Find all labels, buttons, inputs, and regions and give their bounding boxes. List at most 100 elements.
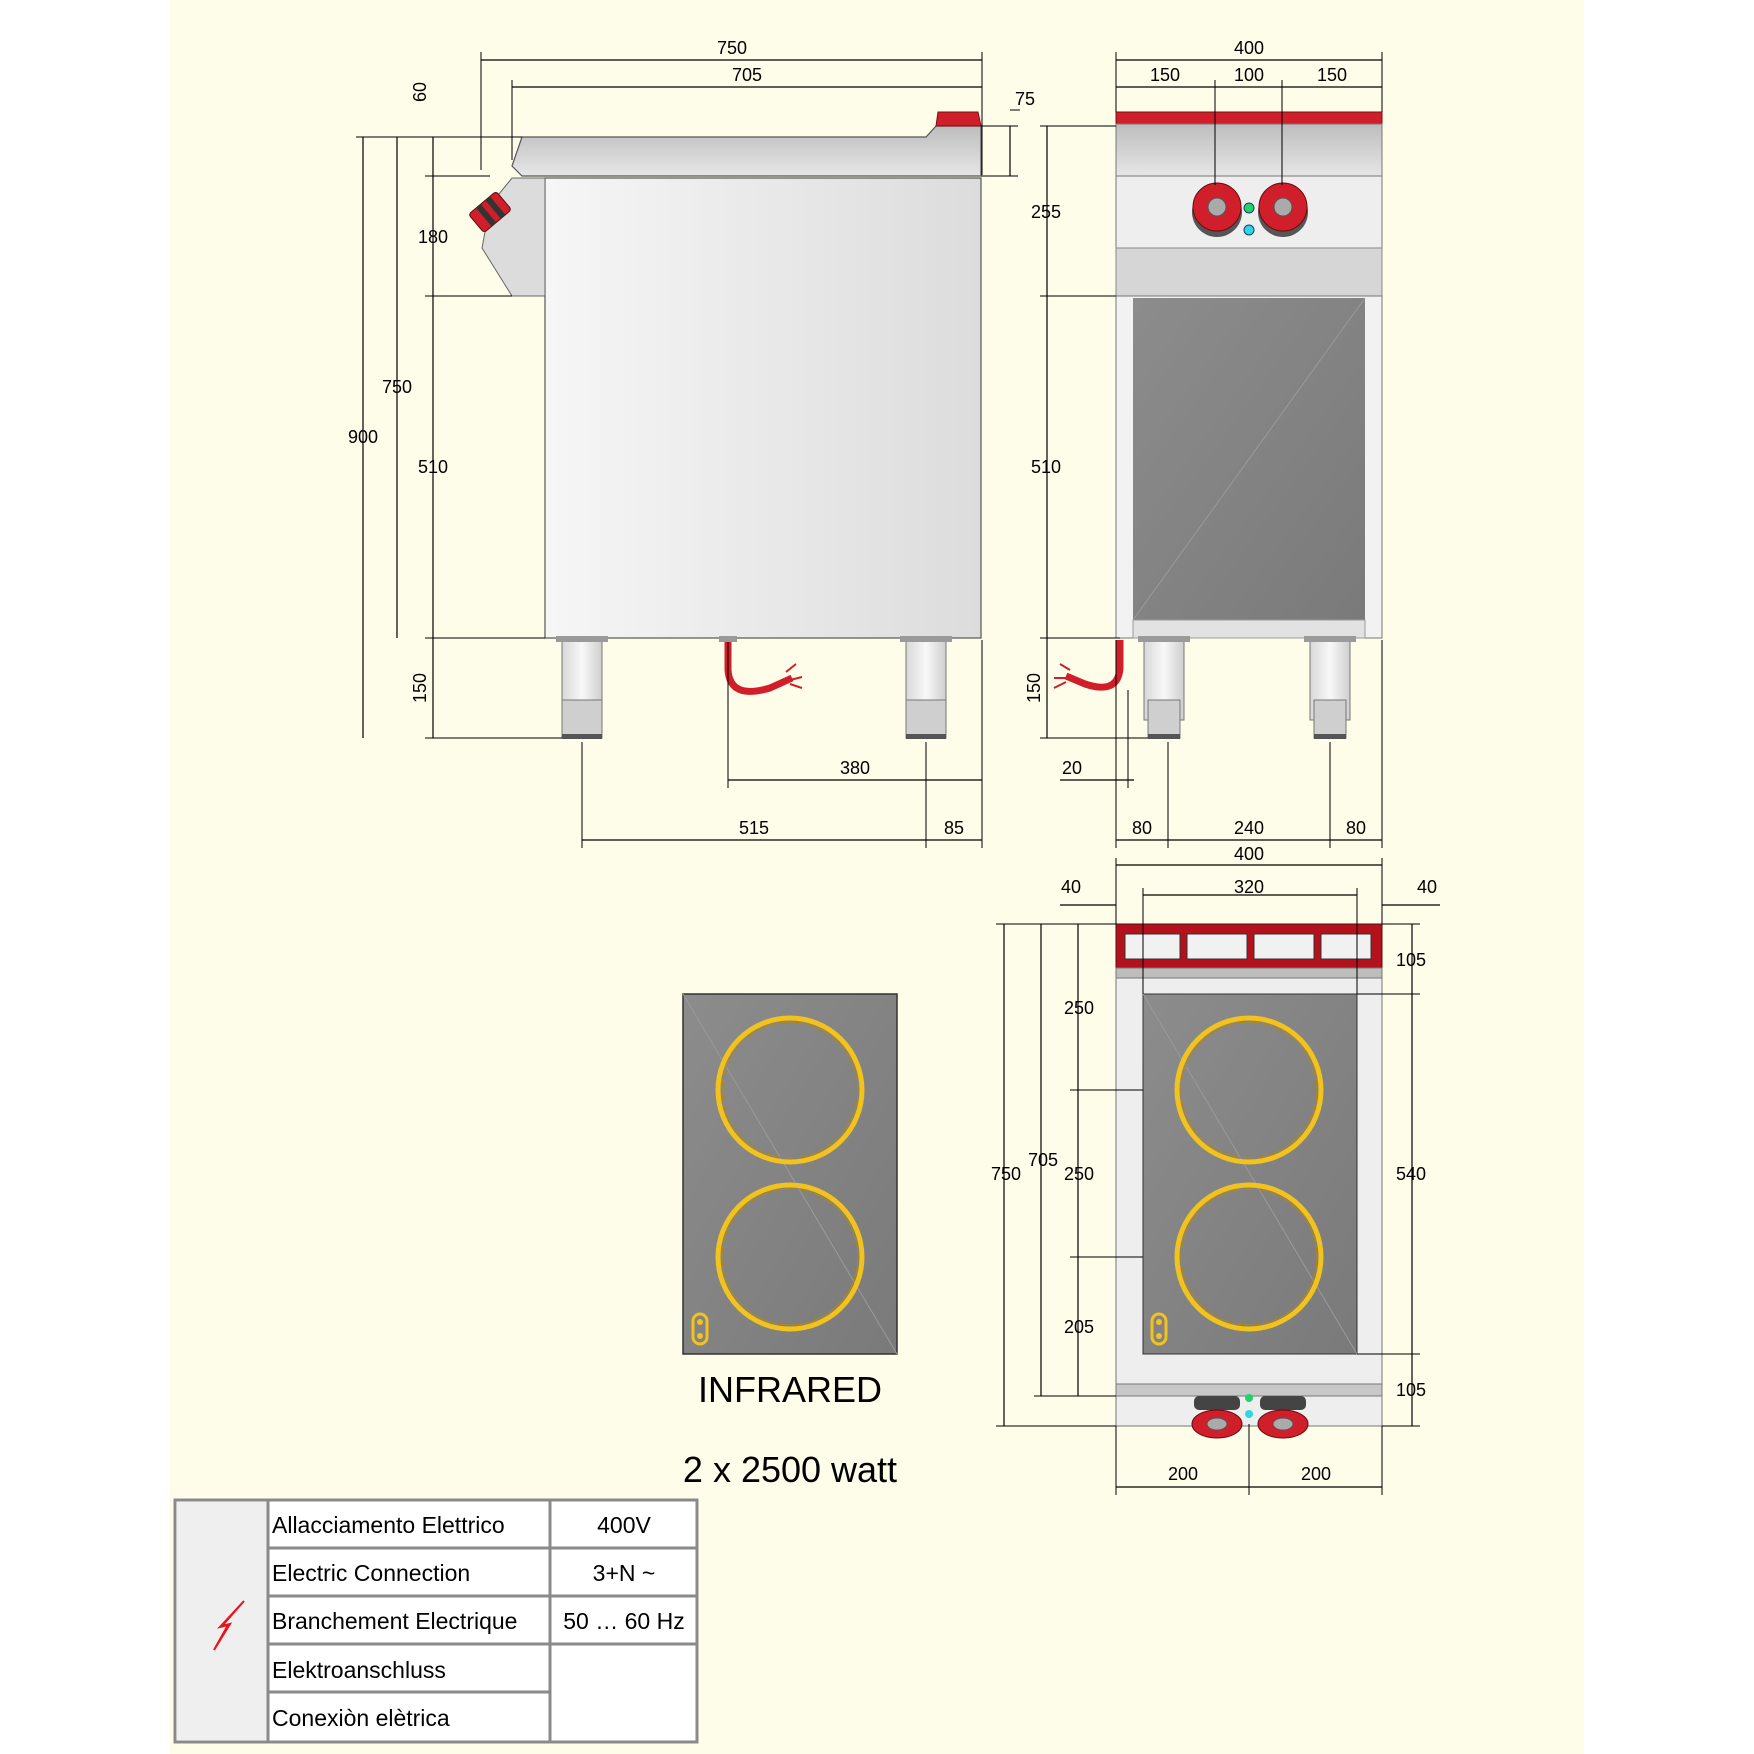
- dim-side-leg-span: 515: [739, 818, 769, 838]
- hob-ring-icon-back: [715, 1015, 865, 1165]
- hob-diagonal: [682, 993, 898, 1355]
- spec-label: Electric Connection: [272, 1560, 470, 1586]
- top-view: 400 320 40 40 105 750 705 250 250 205 54…: [991, 844, 1440, 1495]
- dim-top-width: 400: [1234, 844, 1264, 864]
- hob-ring-icon-front: [715, 1182, 865, 1332]
- spec-label: Branchement Electrique: [272, 1608, 517, 1634]
- hob-power-label: 2 x 2500 watt: [683, 1449, 897, 1490]
- side-view: 750 705 60 75 180 750 900 510 150 380 51…: [348, 38, 1035, 848]
- top-knob-icon-right[interactable]: [1257, 1396, 1309, 1439]
- top-indicator-green-icon: [1245, 1394, 1253, 1402]
- side-upstand: [935, 111, 982, 127]
- spec-value: 50 … 60 Hz: [563, 1608, 684, 1634]
- front-view: 400 150 100 150 255 510 150 20 80 240 80: [1024, 38, 1383, 848]
- top-back-lip: [1115, 967, 1383, 979]
- side-leg-base: [562, 734, 602, 739]
- dim-side-cable-pos: 380: [840, 758, 870, 778]
- dim-front-width: 400: [1234, 38, 1264, 58]
- top-zone-indicator-icon: [1150, 1312, 1168, 1346]
- spec-value: 400V: [597, 1512, 651, 1538]
- spec-label: Conexiòn elètrica: [272, 1705, 450, 1731]
- top-vent-slot: [1320, 933, 1372, 960]
- front-cable-wires: [1053, 663, 1071, 689]
- dim-top-plate: 540: [1396, 1164, 1426, 1184]
- side-cable-gland: [719, 636, 737, 642]
- front-knob-icon-left[interactable]: [1192, 182, 1242, 237]
- side-leg-foot: [905, 699, 947, 739]
- side-knob-icon: [469, 191, 511, 233]
- front-leg-foot: [1313, 699, 1347, 739]
- hob-zone-indicator-icon: [691, 1312, 709, 1346]
- hob-detail: INFRARED 2 x 2500 watt: [682, 993, 898, 1490]
- front-plinth: [1132, 619, 1366, 639]
- dim-side-leg-back: 85: [944, 818, 964, 838]
- top-indicator-cyan-icon: [1245, 1410, 1253, 1418]
- front-panel-lower: [1115, 247, 1383, 297]
- spec-value: 3+N ~: [593, 1560, 656, 1586]
- dim-top-side-left: 40: [1061, 877, 1081, 897]
- front-door-diagonal: [1132, 297, 1366, 621]
- top-vent-slot: [1253, 933, 1315, 960]
- spec-label: Elektroanschluss: [272, 1657, 446, 1683]
- top-knob-icon-left[interactable]: [1191, 1396, 1243, 1439]
- dim-front-leg-left: 80: [1132, 818, 1152, 838]
- dim-top-row2: 250: [1064, 1164, 1094, 1184]
- dim-side-back-h: 60: [410, 82, 430, 102]
- dim-front-cabinet-h: 510: [1031, 457, 1061, 477]
- dim-top-row3: 205: [1064, 1317, 1094, 1337]
- spec-table: Allacciamento Elettrico Electric Connect…: [173, 1498, 699, 1744]
- dim-top-row1: 250: [1064, 998, 1094, 1018]
- side-top: [511, 125, 982, 177]
- top-dimensions: 400 320 40 40 105 750 705 250 250 205 54…: [991, 844, 1440, 1495]
- side-cable-wires: [785, 663, 803, 689]
- dim-top-knob-left: 200: [1168, 1464, 1198, 1484]
- dim-top-front-h: 105: [1396, 1380, 1426, 1400]
- dim-front-seg-right: 150: [1317, 65, 1347, 85]
- hob-type-label: INFRARED: [698, 1369, 882, 1410]
- top-glass-diagonal: [1142, 993, 1358, 1355]
- dim-top-back-h: 105: [1396, 950, 1426, 970]
- dim-side-total-depth: 750: [717, 38, 747, 58]
- spec-label: Allacciamento Elettrico: [272, 1512, 505, 1538]
- top-ring-icon-back: [1174, 1015, 1324, 1165]
- lightning-icon: [213, 1600, 245, 1651]
- dim-top-side-right: 40: [1417, 877, 1437, 897]
- dim-front-cable-off: 20: [1062, 758, 1082, 778]
- side-leg-base: [906, 734, 946, 739]
- dim-top-top: 705: [1028, 1150, 1058, 1170]
- side-dimensions: 750 705 60 75 180 750 900 510 150 380 51…: [348, 38, 1035, 848]
- front-top-bar: [1115, 111, 1383, 125]
- dim-side-total-h: 900: [348, 427, 378, 447]
- front-dimensions: 400 150 100 150 255 510 150 20 80 240 80: [1024, 38, 1383, 848]
- side-leg-foot: [561, 699, 603, 739]
- dim-top-inner: 320: [1234, 877, 1264, 897]
- front-leg-base: [1148, 734, 1180, 739]
- top-vent-slot: [1186, 933, 1248, 960]
- dim-front-seg-mid: 100: [1234, 65, 1264, 85]
- spec-icon-cell: [177, 1502, 267, 1740]
- dim-front-leg-span: 240: [1234, 818, 1264, 838]
- front-power-cable: [1064, 640, 1124, 691]
- top-vent-slot: [1124, 933, 1181, 960]
- front-top-slab: [1115, 123, 1383, 177]
- dim-front-seg-left: 150: [1150, 65, 1180, 85]
- dim-front-leg-h: 150: [1024, 673, 1044, 703]
- dim-top-total: 750: [991, 1164, 1021, 1184]
- dim-side-body-h: 750: [382, 377, 412, 397]
- front-leg-cap: [1138, 636, 1190, 642]
- front-indicator-cyan-icon: [1243, 224, 1255, 236]
- front-indicator-green-icon: [1243, 202, 1255, 214]
- dim-side-top-depth: 705: [732, 65, 762, 85]
- dim-side-leg-h: 150: [410, 673, 430, 703]
- dim-side-panel-h: 180: [418, 227, 448, 247]
- dim-side-upstand: 75: [1015, 89, 1035, 109]
- dim-front-top-h: 255: [1031, 202, 1061, 222]
- front-knob-icon-right[interactable]: [1258, 182, 1308, 237]
- dim-side-cabinet-h: 510: [418, 457, 448, 477]
- front-leg-base: [1314, 734, 1346, 739]
- side-body: [544, 177, 982, 639]
- side-leg-cap: [556, 636, 608, 642]
- top-ring-icon-front: [1174, 1182, 1324, 1332]
- front-leg-cap: [1304, 636, 1356, 642]
